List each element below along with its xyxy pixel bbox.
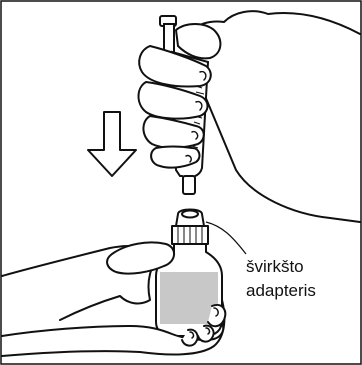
callout-label-line2: adapteris <box>246 281 316 300</box>
bottle-label <box>160 272 218 324</box>
syringe-tip <box>183 176 195 194</box>
callout-label-line1: švirkšto <box>246 257 304 276</box>
